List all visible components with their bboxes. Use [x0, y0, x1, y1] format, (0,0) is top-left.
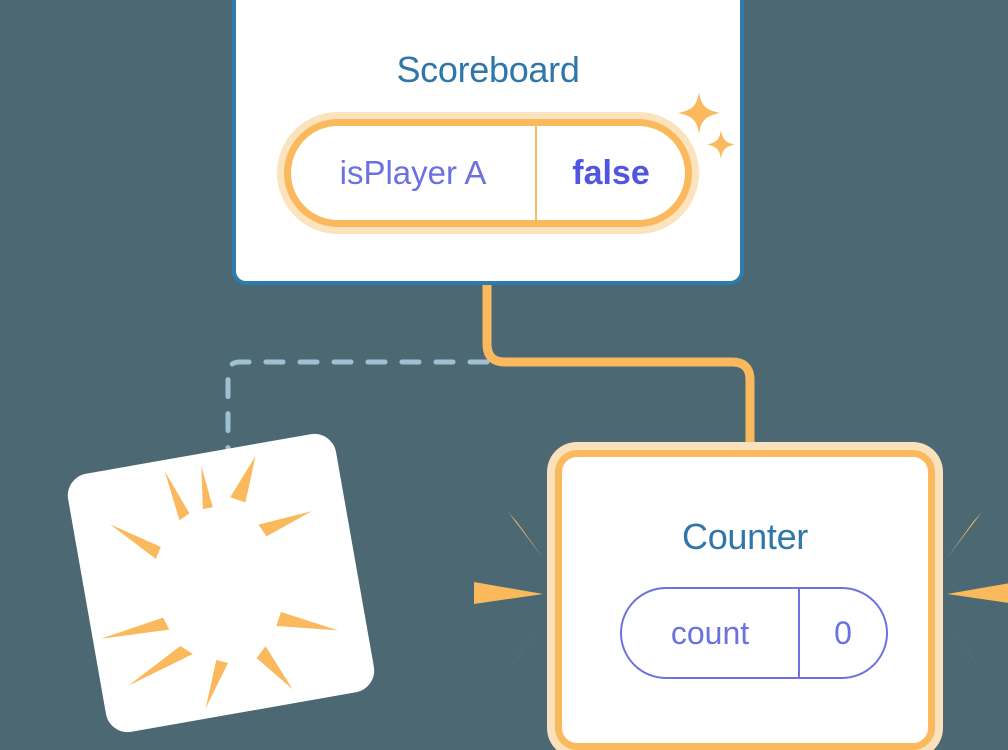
burst-ray	[947, 622, 980, 668]
burst-ray	[474, 582, 543, 604]
burst-ray	[510, 622, 543, 668]
edge-scoreboard-to-counter	[482, 278, 755, 467]
burst-ray	[947, 512, 982, 558]
state-pill-key: isPlayer A	[291, 126, 537, 220]
state-pill-count[interactable]: count 0	[620, 587, 888, 679]
state-pill-isplayer-a[interactable]: isPlayer A false	[284, 119, 692, 227]
card-counter[interactable]: Counter count 0	[555, 450, 935, 750]
burst-ray	[947, 583, 1008, 603]
state-pill-key: count	[622, 589, 800, 677]
card-counter-title: Counter	[682, 516, 808, 557]
burst-rays-left-group	[474, 512, 543, 668]
state-pill-value: false	[572, 153, 650, 192]
card-scoreboard-title: Scoreboard	[396, 49, 580, 90]
card-blank-tilted[interactable]	[64, 430, 378, 736]
burst-rays-right-group	[947, 512, 1008, 668]
card-scoreboard[interactable]: Scoreboard isPlayer A false	[232, 0, 744, 285]
burst-ray	[508, 512, 543, 558]
state-pill-value: 0	[834, 614, 852, 651]
